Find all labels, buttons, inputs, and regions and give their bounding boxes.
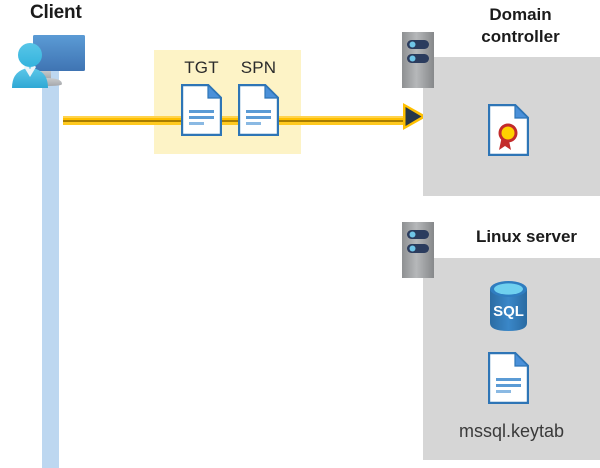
domain-controller-heading: Domain controller: [441, 4, 600, 48]
keytab-filename-caption: mssql.keytab: [458, 421, 565, 441]
tgt-label: TGT: [184, 58, 219, 77]
linux-server-server-rack-icon: [402, 222, 434, 278]
spn-label: SPN: [240, 58, 277, 77]
domain-controller-heading-line2: controller: [481, 27, 560, 46]
auth-request-arrow-head: [403, 103, 427, 130]
keytab-document-icon: [487, 351, 530, 405]
certificate-document-icon: [487, 103, 530, 157]
sql-database-icon: SQL: [486, 280, 531, 332]
domain-controller-server-rack-icon: [402, 32, 434, 88]
domain-controller-heading-line1: Domain: [489, 5, 552, 24]
tgt-document-icon: [180, 83, 223, 137]
sql-database-text: SQL: [493, 303, 524, 320]
client-user-monitor-icon: [8, 26, 90, 94]
linux-server-heading: Linux server: [475, 227, 578, 246]
client-lifeline: [42, 70, 59, 468]
auth-request-arrow-line: [63, 112, 410, 125]
spn-document-icon: [237, 83, 280, 137]
client-label: Client: [30, 2, 82, 23]
